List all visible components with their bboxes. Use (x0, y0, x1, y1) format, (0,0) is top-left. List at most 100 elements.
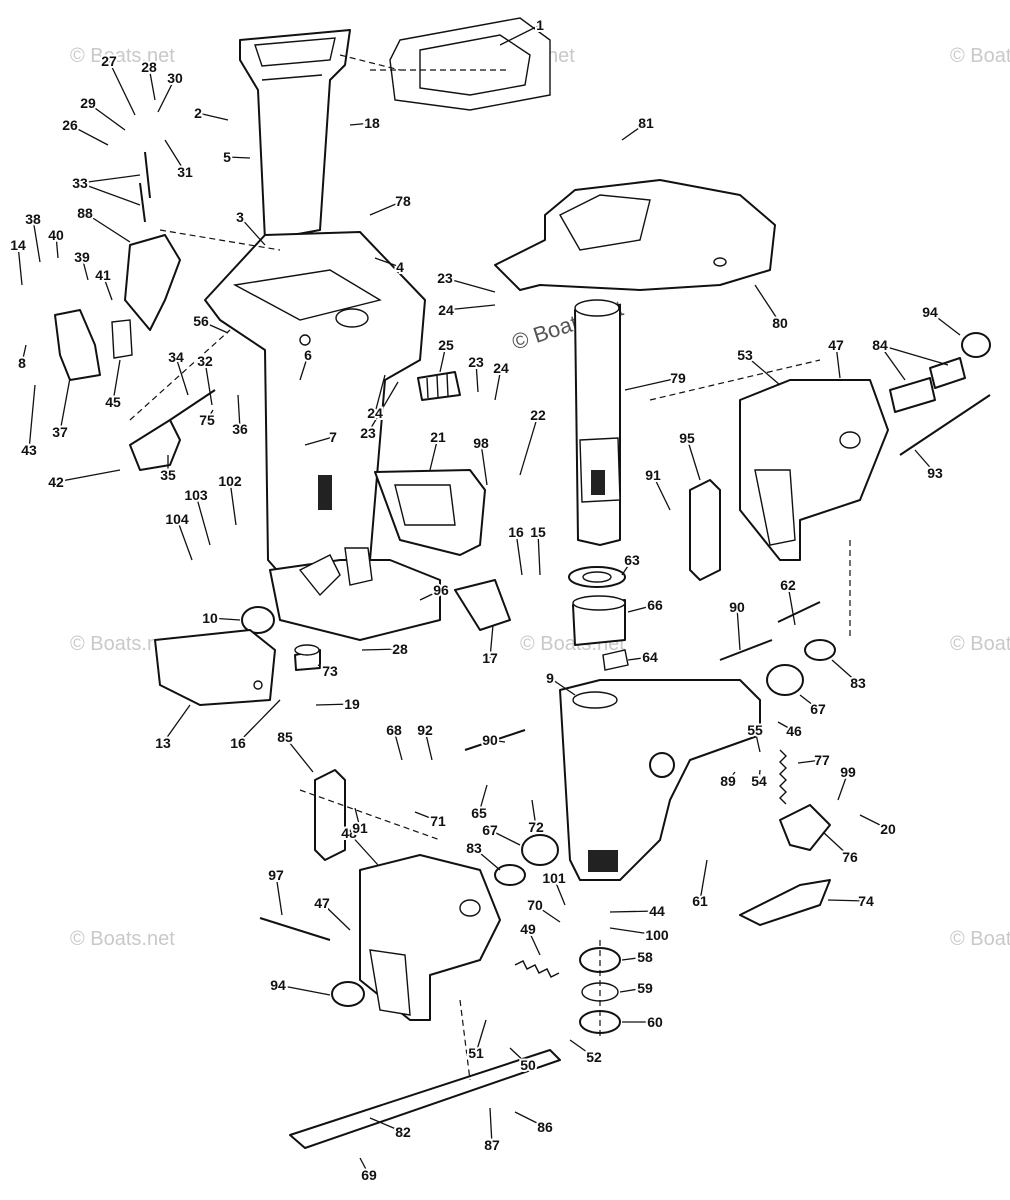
callout-81: 81 (638, 115, 654, 131)
callout-66: 66 (647, 597, 663, 613)
watermarks: © Boats.net © Boats.net © Boats.net © Bo… (70, 45, 1010, 950)
callout-83: 83 (466, 840, 482, 856)
callout-23: 23 (360, 425, 376, 441)
leader-line-85 (284, 736, 314, 773)
callout-71: 71 (430, 813, 446, 829)
callout-101: 101 (542, 870, 566, 886)
leader-line-61 (699, 859, 708, 902)
callout-48: 48 (341, 825, 357, 841)
callout-59: 59 (637, 980, 653, 996)
callout-46: 46 (786, 723, 802, 739)
cover-13 (154, 629, 276, 706)
leader-line-37 (59, 377, 71, 433)
mount-25 (417, 371, 461, 401)
leader-line-77 (797, 759, 823, 764)
callout-69: 69 (361, 1167, 377, 1183)
callout-28: 28 (141, 59, 157, 75)
callout-79: 79 (670, 370, 686, 386)
callout-77: 77 (814, 752, 830, 768)
leader-line-9 (549, 677, 576, 696)
leader-line-94 (929, 311, 961, 336)
plug-10 (241, 606, 275, 634)
bracket-96 (454, 579, 511, 631)
steering-shaft-79 (574, 304, 621, 546)
lever-88 (124, 234, 181, 331)
callout-98: 98 (473, 435, 489, 451)
callout-35: 35 (160, 467, 176, 483)
callout-102: 102 (218, 473, 242, 489)
watermark: © Boats.net (950, 633, 1010, 655)
leader-line-50 (509, 1047, 529, 1066)
leader-line-98 (480, 442, 488, 486)
leader-line-15 (537, 531, 541, 576)
callout-18: 18 (364, 115, 380, 131)
callout-92: 92 (417, 722, 433, 738)
leader-line-95 (686, 437, 701, 481)
callout-103: 103 (184, 487, 208, 503)
callout-91: 91 (352, 820, 368, 836)
leader-line-24 (374, 374, 386, 414)
leader-line-80 (754, 284, 781, 324)
callout-6: 6 (304, 347, 312, 363)
callout-31: 31 (177, 164, 193, 180)
callout-94: 94 (922, 304, 938, 320)
leader-line-22 (519, 414, 539, 476)
callout-54: 54 (751, 773, 767, 789)
callout-1: 1 (536, 17, 544, 33)
callout-23: 23 (468, 354, 484, 370)
callout-26: 26 (62, 117, 78, 133)
leader-line-44 (609, 910, 658, 913)
shaft-35 (129, 419, 181, 471)
callout-45: 45 (105, 394, 121, 410)
callout-42: 42 (48, 474, 64, 490)
leader-line-69 (359, 1157, 370, 1176)
watermark: © Boats.net (950, 45, 1010, 67)
callout-84: 84 (872, 337, 888, 353)
leader-line-41 (102, 274, 113, 301)
callout-90: 90 (729, 599, 745, 615)
callout-74: 74 (858, 893, 874, 909)
leader-line-82 (369, 1117, 404, 1133)
spring-49 (514, 960, 560, 978)
callout-73: 73 (322, 663, 338, 679)
callout-91: 91 (645, 467, 661, 483)
callout-24: 24 (367, 405, 383, 421)
callout-20: 20 (880, 821, 896, 837)
leader-line-19 (315, 703, 353, 706)
callout-16: 16 (230, 735, 246, 751)
leader-line-13 (162, 704, 191, 744)
leader-line-52 (569, 1039, 595, 1058)
callout-64: 64 (642, 649, 658, 665)
callout-24: 24 (493, 360, 509, 376)
callout-83: 83 (850, 675, 866, 691)
callout-96: 96 (433, 582, 449, 598)
leader-line-29 (87, 102, 126, 131)
leader-line-73 (317, 664, 331, 672)
callout-22: 22 (530, 407, 546, 423)
washer-83b (494, 864, 526, 886)
tube-84b (929, 357, 966, 389)
leader-line-24 (494, 367, 502, 401)
leader-line-51 (475, 1019, 487, 1054)
pin-90a (719, 639, 773, 661)
callout-55: 55 (747, 722, 763, 738)
callout-51: 51 (468, 1045, 484, 1061)
watermark: © Boats.net (70, 633, 175, 655)
callout-90: 90 (482, 732, 498, 748)
leader-line-75 (206, 409, 214, 421)
callout-94: 94 (270, 977, 286, 993)
callout-13: 13 (155, 735, 171, 751)
callout-47: 47 (828, 337, 844, 353)
exhaust-housing-5 (239, 29, 351, 241)
leader-line-55 (754, 729, 761, 753)
callout-27: 27 (101, 53, 117, 69)
callout-95: 95 (679, 430, 695, 446)
leader-line-99 (837, 771, 849, 801)
leader-line-94 (277, 984, 331, 996)
leader-line-66 (627, 604, 656, 613)
leader-line-18 (349, 122, 373, 126)
lever-37 (54, 309, 101, 381)
bolt-97 (259, 917, 331, 941)
callout-24: 24 (438, 302, 454, 318)
callout-29: 29 (80, 95, 96, 111)
